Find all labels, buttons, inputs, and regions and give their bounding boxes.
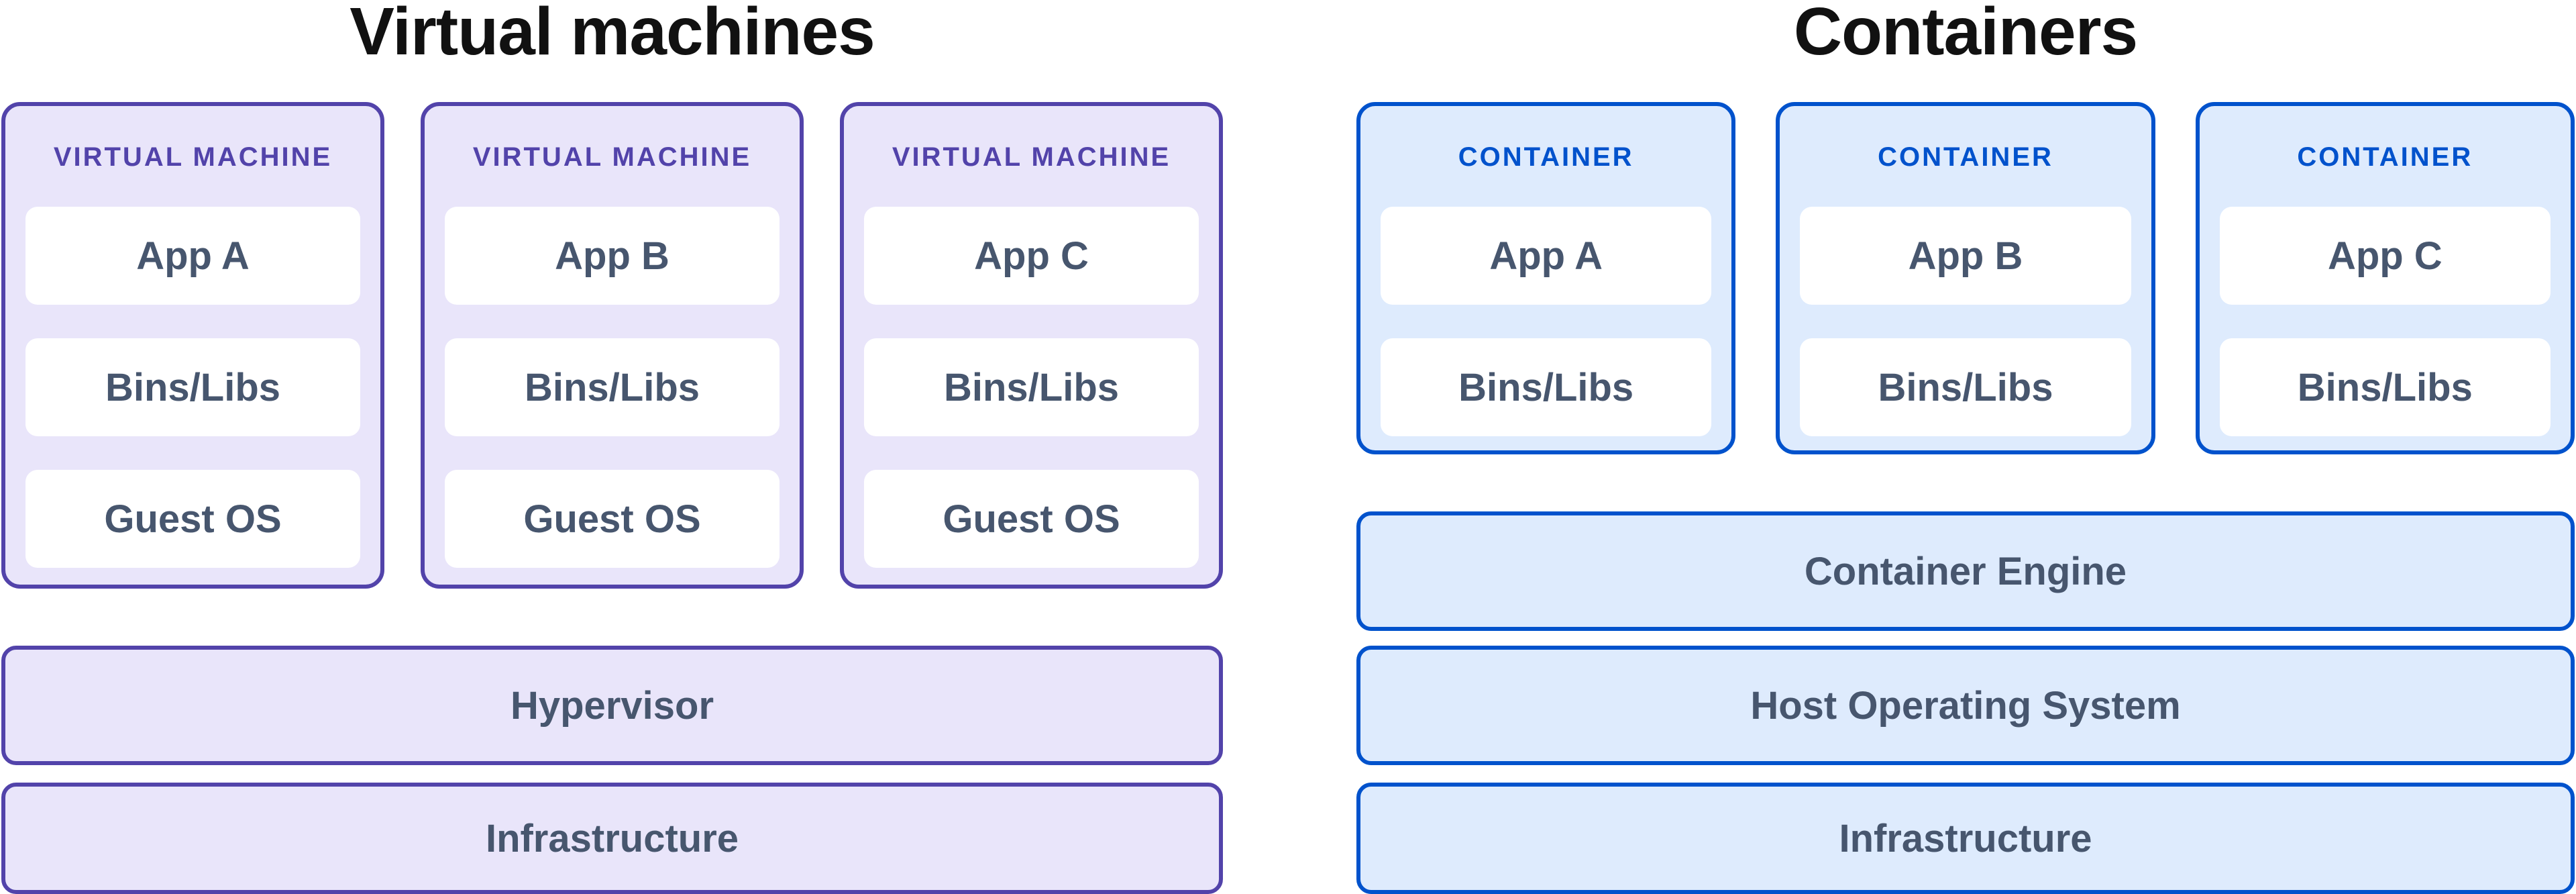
vm-card-2-binslibs-box: Bins/Libs [445, 338, 780, 436]
host-operating-system-bar: Host Operating System [1356, 646, 2575, 765]
containers-title: Containers [1793, 0, 2138, 69]
vm-card-2-app-box: App B [445, 207, 780, 305]
container-card-3-header: CONTAINER [2297, 142, 2473, 172]
container-cards-row: CONTAINER App A Bins/Libs CONTAINER App … [1356, 102, 2575, 454]
container-infrastructure-bar: Infrastructure [1356, 783, 2575, 894]
vm-card-3-guestos-box: Guest OS [864, 470, 1199, 568]
vm-card-3-binslibs-box: Bins/Libs [864, 338, 1199, 436]
container-card-3-app-box: App C [2219, 207, 2551, 305]
container-card-1-binslibs-box: Bins/Libs [1381, 338, 1712, 436]
vm-card-3-header: VIRTUAL MACHINE [892, 142, 1171, 172]
vm-card-1-header: VIRTUAL MACHINE [53, 142, 333, 172]
container-card-1-app-box: App A [1381, 207, 1712, 305]
container-card-2-app-box: App B [1800, 207, 2131, 305]
container-card-2: CONTAINER App B Bins/Libs [1776, 102, 2155, 454]
vm-card-3: VIRTUAL MACHINE App C Bins/Libs Guest OS [840, 102, 1223, 589]
container-engine-bar: Container Engine [1356, 511, 2575, 631]
container-card-2-binslibs-box: Bins/Libs [1800, 338, 2131, 436]
vm-card-2-guestos-box: Guest OS [445, 470, 780, 568]
vm-card-1-binslibs-box: Bins/Libs [25, 338, 360, 436]
vm-card-2-header: VIRTUAL MACHINE [472, 142, 752, 172]
vm-card-2: VIRTUAL MACHINE App B Bins/Libs Guest OS [421, 102, 804, 589]
container-card-2-header: CONTAINER [1878, 142, 2053, 172]
vm-infrastructure-bar: Infrastructure [1, 783, 1223, 894]
vm-card-1: VIRTUAL MACHINE App A Bins/Libs Guest OS [1, 102, 384, 589]
vm-card-3-app-box: App C [864, 207, 1199, 305]
container-card-1-header: CONTAINER [1458, 142, 1634, 172]
virtual-machines-title: Virtual machines [350, 0, 875, 69]
container-card-3-binslibs-box: Bins/Libs [2219, 338, 2551, 436]
vm-card-1-app-box: App A [25, 207, 360, 305]
container-card-3: CONTAINER App C Bins/Libs [2195, 102, 2575, 454]
hypervisor-bar: Hypervisor [1, 646, 1223, 765]
container-card-1: CONTAINER App A Bins/Libs [1356, 102, 1736, 454]
vm-cards-row: VIRTUAL MACHINE App A Bins/Libs Guest OS… [1, 102, 1223, 589]
vm-card-1-guestos-box: Guest OS [25, 470, 360, 568]
